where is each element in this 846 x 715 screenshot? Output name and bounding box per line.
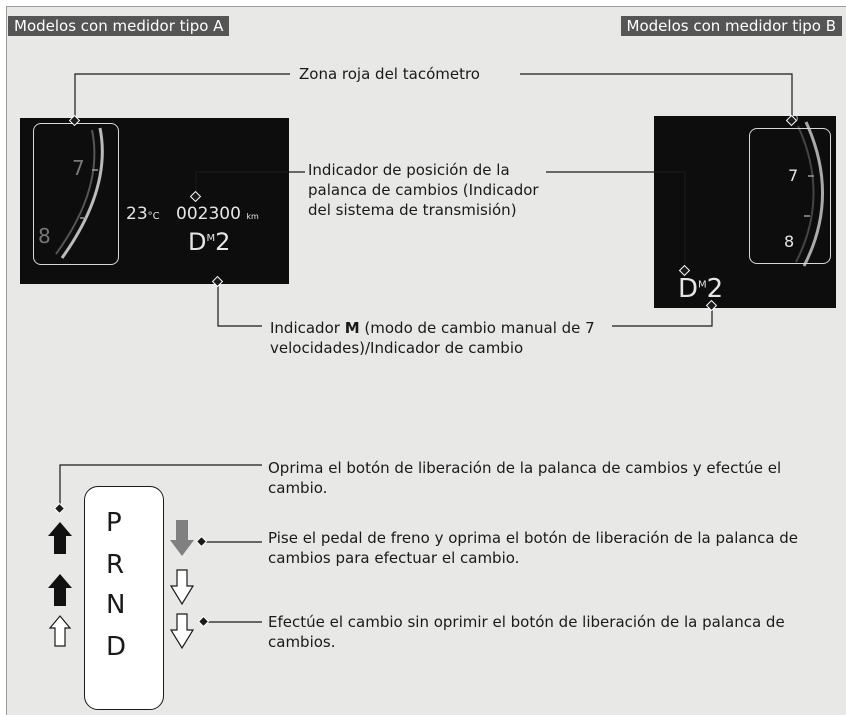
- tach-mark-7-a: 7: [72, 156, 85, 180]
- m-indicator-bold-m: M: [344, 319, 360, 337]
- gear-position-d: D: [106, 632, 127, 662]
- outline-up-arrow-icon: [48, 615, 72, 647]
- gear-position-n: N: [106, 590, 126, 620]
- callout-shift-position-indicator: Indicador de posición de la palanca de c…: [308, 161, 539, 219]
- gear-mode-a: M: [206, 233, 216, 244]
- gear-mode-b: M: [698, 279, 707, 291]
- outline-down-arrow-icon: [169, 569, 195, 606]
- temperature-readout: 23°C: [126, 204, 160, 224]
- gear-letter-a: D: [188, 228, 207, 256]
- meter-type-a-label: Modelos con medidor tipo A: [8, 16, 230, 36]
- m-indicator-text-prefix: Indicador: [270, 319, 345, 337]
- gear-number-a: 2: [215, 228, 231, 256]
- gear-indicator-a: DM2: [188, 228, 230, 256]
- gear-indicator-b: DM2: [678, 274, 723, 304]
- gray-down-arrow-icon: [170, 520, 194, 556]
- tachometer-arc-b: [795, 121, 824, 267]
- tach-mark-8-b: 8: [784, 232, 795, 251]
- outline-down-arrow-icon: [169, 613, 195, 650]
- m-indicator-text-suffix: (modo de cambio manual de 7 velocidades)…: [270, 319, 595, 357]
- instruction-shift-without-button: Efectúe el cambio sin oprimir el botón d…: [268, 613, 785, 651]
- tach-mark-8-a: 8: [38, 224, 51, 248]
- shift-gate: [84, 486, 164, 710]
- odometer-unit: km: [246, 212, 259, 221]
- instruction-press-brake-and-button: Pise el pedal de freno y oprima el botón…: [268, 529, 799, 567]
- gear-letter-b: D: [678, 274, 699, 304]
- gear-number-b: 2: [706, 274, 724, 304]
- callout-m-indicator: Indicador M (modo de cambio manual de 7 …: [270, 318, 620, 358]
- meter-type-a-image: 7 8 23°C 002300 km DM2: [20, 118, 289, 284]
- odometer-value: 002300: [176, 204, 241, 224]
- gear-position-r: R: [106, 550, 125, 580]
- gear-position-p: P: [106, 508, 122, 538]
- black-up-arrow-icon: [48, 522, 72, 554]
- callout-tachometer-red-zone: Zona roja del tacómetro: [296, 64, 483, 84]
- temperature-value: 23: [126, 204, 148, 224]
- meter-type-b-image: 6 7 8 DM2: [654, 116, 836, 308]
- meter-type-b-label: Modelos con medidor tipo B: [620, 16, 842, 36]
- black-up-arrow-icon: [48, 574, 72, 606]
- odometer-readout: 002300 km: [176, 204, 259, 224]
- tach-mark-7-b: 7: [788, 166, 799, 185]
- instruction-press-release-button: Oprima el botón de liberación de la pala…: [268, 459, 782, 497]
- tach-red-zone-box-b: [749, 128, 831, 264]
- tachometer-arc-a: [55, 127, 104, 259]
- temperature-unit: °C: [147, 211, 160, 222]
